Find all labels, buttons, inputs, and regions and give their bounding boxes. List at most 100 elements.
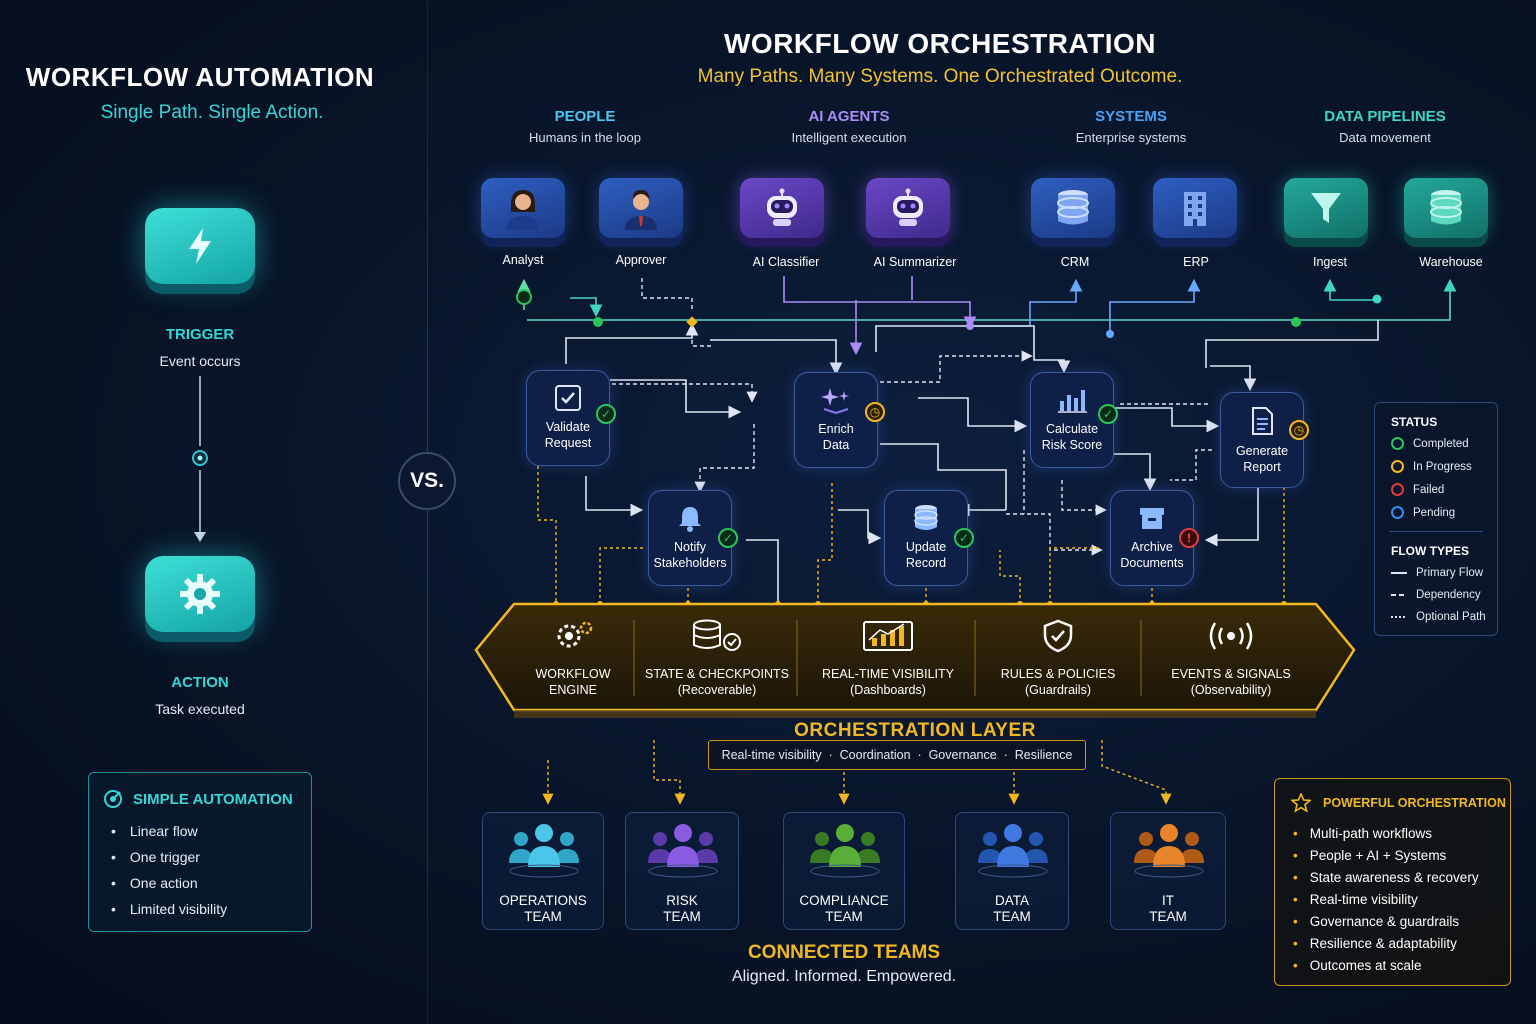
team-name: COMPLIANCE	[799, 893, 889, 908]
cell-line: EVENTS & SIGNALS	[1171, 667, 1291, 681]
orchestration-layer-panel	[474, 602, 1356, 718]
team-name: TEAM	[1149, 909, 1187, 924]
node-line: Enrich	[818, 422, 854, 436]
legend-label: Optional Path	[1416, 611, 1486, 623]
cell-line: STATE & CHECKPOINTS	[644, 667, 789, 681]
person-icon	[625, 190, 657, 230]
powerful-box-title: POWERFUL ORCHESTRATION	[1323, 796, 1506, 810]
action-tile	[145, 556, 255, 632]
category-data-pipelines: DATA PIPELINES Data movement	[1300, 108, 1470, 145]
layer-cell-events-signals: EVENTS & SIGNALS(Observability)	[1150, 618, 1312, 698]
trigger-desc: Event occurs	[159, 353, 241, 369]
trigger-label: TRIGGER	[165, 326, 235, 343]
approver-tile	[599, 178, 683, 238]
in-progress-badge: ◷	[865, 402, 885, 422]
in-progress-badge: ◷	[1289, 420, 1309, 440]
category-title: AI AGENTS	[808, 108, 890, 125]
legend-title: STATUS	[1391, 415, 1438, 429]
shield-icon	[1043, 619, 1073, 653]
actor-label: ERP	[1183, 255, 1209, 269]
layer-cell-rules-policies: RULES & POLICIES(Guardrails)	[982, 618, 1134, 698]
category-systems: SYSTEMS Enterprise systems	[1046, 108, 1216, 145]
database-check-icon	[693, 619, 741, 651]
cell-line: WORKFLOW	[535, 667, 611, 681]
dashboard-icon	[863, 621, 913, 651]
actor-label: AI Summarizer	[873, 255, 957, 269]
dotted-line-icon	[1391, 616, 1407, 618]
list-item: Real-time visibility	[1293, 891, 1479, 913]
team-name: TEAM	[825, 909, 863, 924]
erp-tile	[1153, 178, 1237, 238]
list-item: Resilience & adaptability	[1293, 935, 1479, 957]
cell-line: REAL-TIME VISIBILITY	[822, 667, 954, 681]
team-name: TEAM	[993, 909, 1031, 924]
bar-chart-icon	[1058, 390, 1087, 413]
node-line: Notify	[674, 540, 706, 554]
node-line: Risk Score	[1041, 438, 1103, 452]
gear-icon	[180, 574, 220, 614]
completed-badge: ✓	[718, 528, 738, 548]
person-icon	[507, 190, 539, 230]
legend-label: In Progress	[1413, 460, 1472, 473]
node-line: Report	[1243, 460, 1281, 474]
actor-label: AI Classifier	[752, 255, 820, 269]
category-people: PEOPLE Humans in the loop	[500, 108, 670, 145]
team-icon	[509, 824, 579, 878]
connected-teams-title: CONNECTED TEAMS	[747, 942, 941, 963]
orchestration-layer-pill: Real-time visibility · Coordination · Go…	[708, 740, 1086, 770]
star-icon	[1291, 793, 1311, 813]
category-title: PEOPLE	[554, 108, 616, 125]
automation-title: WORKFLOW AUTOMATION	[25, 62, 375, 92]
automation-connector	[192, 376, 208, 542]
legend-item: Pending	[1391, 506, 1455, 519]
team-name: TEAM	[663, 909, 701, 924]
cell-line: (Dashboards)	[850, 683, 926, 697]
list-item: Limited visibility	[111, 899, 227, 925]
crm-tile	[1031, 178, 1115, 238]
database-icon	[1057, 190, 1089, 225]
archive-box-icon	[1140, 508, 1164, 529]
team-icon	[810, 824, 880, 878]
list-item: Outcomes at scale	[1293, 957, 1479, 979]
node-line: Stakeholders	[653, 556, 727, 570]
legend-label: Dependency	[1416, 589, 1481, 601]
team-name: DATA	[994, 893, 1029, 908]
sparkle-icon	[821, 388, 849, 415]
action-label: ACTION	[171, 674, 229, 691]
team-name: TEAM	[524, 909, 562, 924]
legend-item: Failed	[1391, 483, 1444, 496]
legend-label: Failed	[1413, 483, 1445, 496]
team-icon	[648, 824, 718, 878]
list-item: People + AI + Systems	[1293, 847, 1479, 869]
node-line: Data	[822, 438, 850, 452]
cell-line: (Guardrails)	[1025, 683, 1091, 697]
completed-badge: ✓	[596, 404, 616, 424]
layer-cell-real-time-visibility: REAL-TIME VISIBILITY (Dashboards)	[802, 618, 974, 698]
connected-teams-subtitle: Aligned. Informed. Empowered.	[731, 968, 957, 985]
ai-summarizer-tile	[866, 178, 950, 238]
legend-label: Completed	[1413, 437, 1469, 450]
gears-icon	[557, 621, 593, 648]
node-line: Request	[544, 436, 592, 450]
ai-classifier-tile	[740, 178, 824, 238]
actor-label: Warehouse	[1419, 255, 1483, 269]
layer-cell-state-checkpoints: STATE & CHECKPOINTS(Recoverable)	[638, 618, 796, 698]
team-icon	[978, 824, 1048, 878]
legend-item: Dependency	[1391, 589, 1481, 601]
database-icon	[1430, 190, 1462, 225]
actor-label: Analyst	[502, 253, 544, 267]
building-icon	[1184, 192, 1206, 226]
bell-icon	[679, 507, 701, 532]
action-desc: Task executed	[155, 701, 245, 717]
automation-subtitle: Single Path. Single Action.	[100, 102, 324, 123]
simple-box-title: SIMPLE AUTOMATION	[133, 790, 293, 808]
